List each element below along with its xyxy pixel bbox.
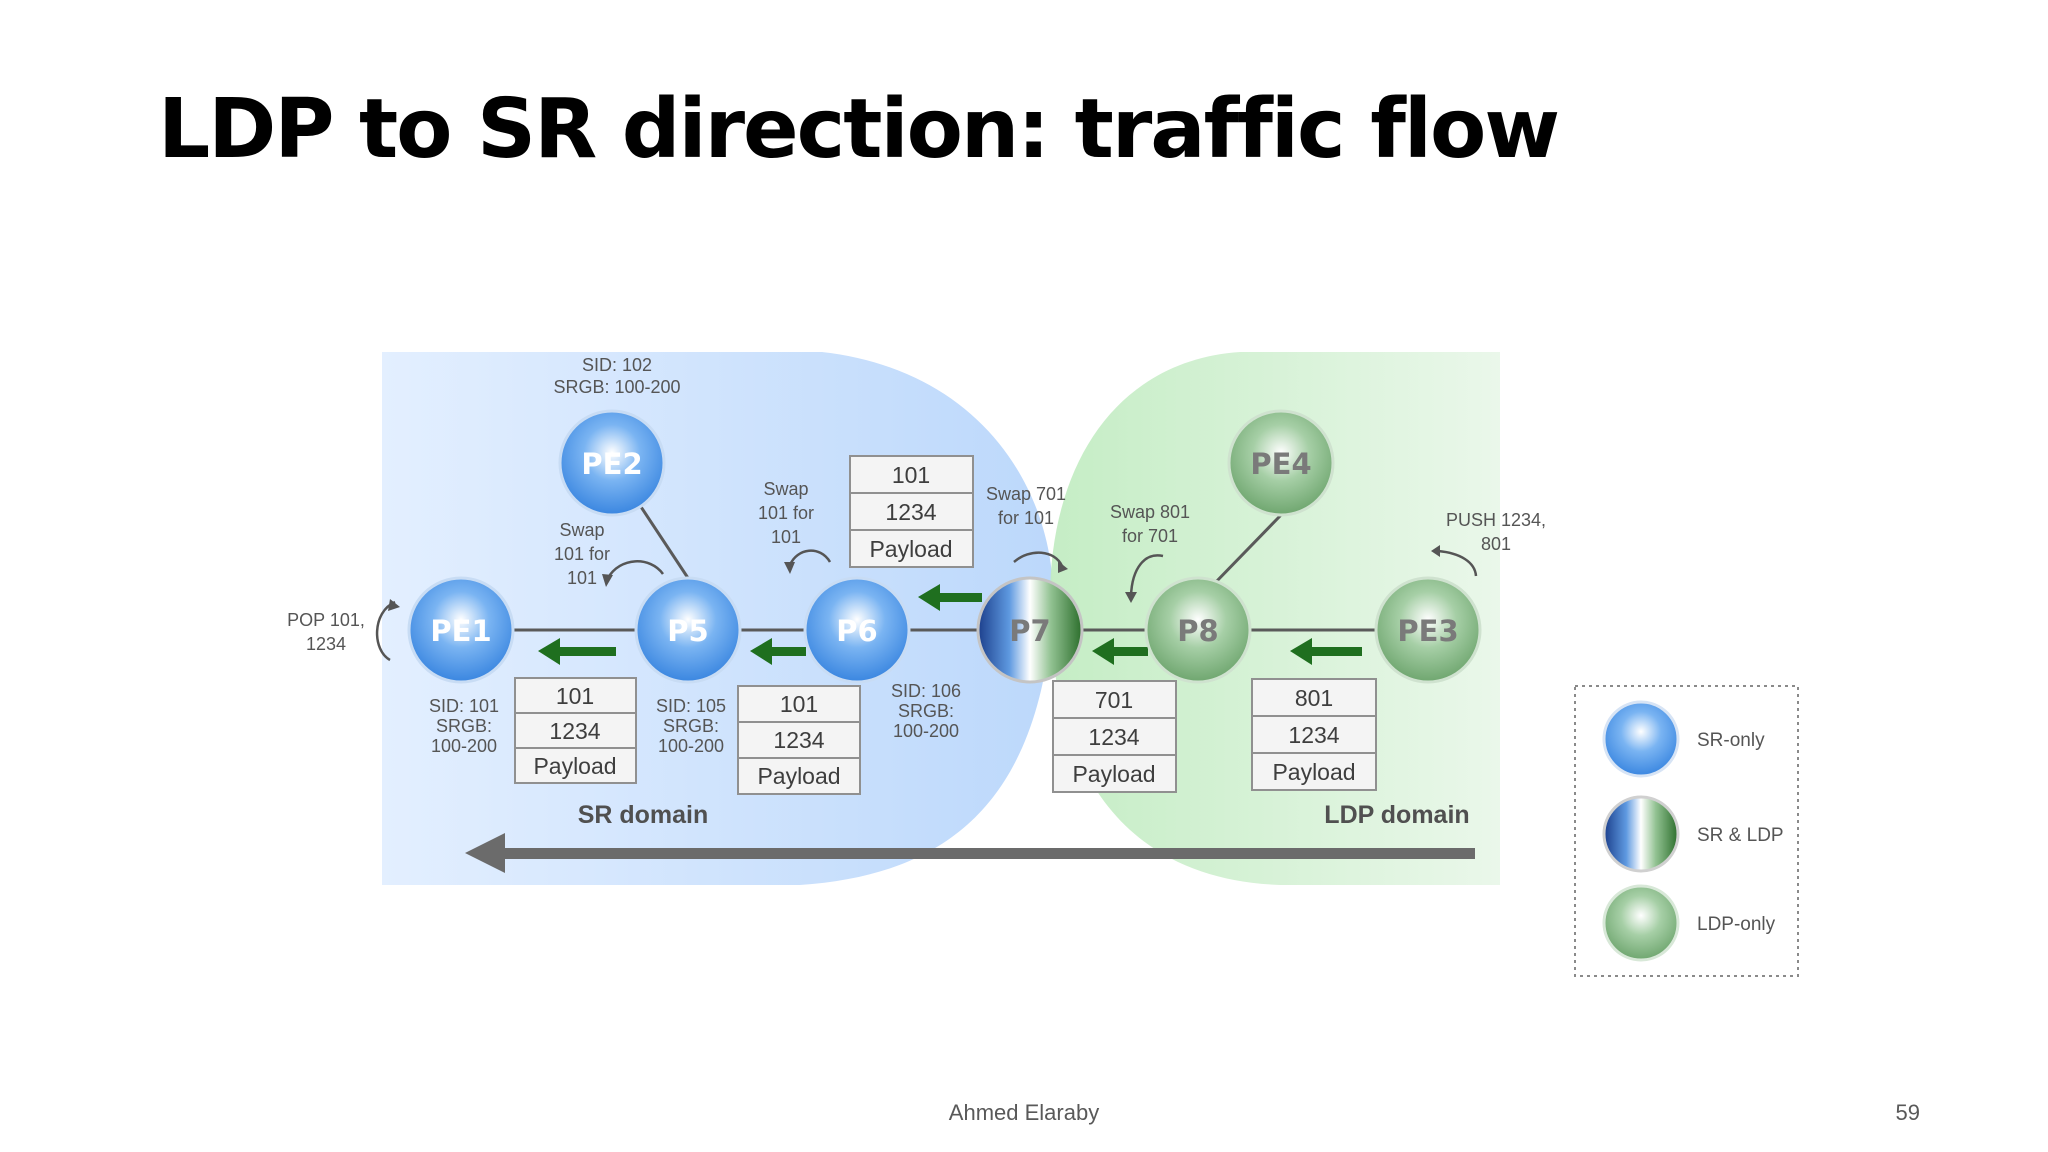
hop-arrow-icon bbox=[1290, 638, 1362, 665]
legend-sr-ldp-icon bbox=[1602, 795, 1680, 873]
svg-text:1234: 1234 bbox=[1288, 722, 1339, 748]
svg-text:1234: 1234 bbox=[1088, 724, 1139, 750]
legend-sr-ldp-label: SR & LDP bbox=[1697, 825, 1784, 846]
slide-title: LDP to SR direction: traffic flow bbox=[158, 82, 1560, 177]
svg-text:801: 801 bbox=[1295, 685, 1333, 711]
svg-text:1234: 1234 bbox=[773, 727, 824, 753]
svg-text:Payload: Payload bbox=[533, 753, 616, 779]
label-stack-p6-p7: 101 1234 Payload bbox=[849, 455, 974, 568]
footer-author: Ahmed Elaraby bbox=[948, 1100, 1100, 1125]
node-p8: P8 bbox=[1144, 576, 1252, 684]
sr-domain-label: SR domain bbox=[578, 801, 709, 829]
svg-text:701: 701 bbox=[1095, 687, 1133, 713]
svg-text:1234: 1234 bbox=[549, 718, 600, 744]
legend-ldp-only-icon bbox=[1602, 884, 1680, 962]
page-number: 59 bbox=[1895, 1100, 1920, 1125]
svg-text:Payload: Payload bbox=[757, 763, 840, 789]
push-action-text: PUSH 1234,801 bbox=[1446, 510, 1546, 554]
svg-text:P7: P7 bbox=[1009, 614, 1050, 648]
legend: SR-only SR & LDP LDP-only bbox=[1574, 685, 1799, 977]
svg-text:101: 101 bbox=[556, 683, 594, 709]
svg-text:PE2: PE2 bbox=[581, 447, 642, 481]
legend-sr-only-icon bbox=[1602, 700, 1680, 778]
ldp-domain-label: LDP domain bbox=[1324, 801, 1469, 829]
hop-arrows bbox=[538, 584, 1362, 665]
node-p6: P6 bbox=[803, 576, 911, 684]
node-pe1: PE1 bbox=[407, 576, 515, 684]
svg-text:101: 101 bbox=[892, 462, 930, 488]
hop-arrow-icon bbox=[1092, 638, 1148, 665]
svg-text:PE1: PE1 bbox=[430, 614, 491, 648]
node-p5: P5 bbox=[634, 576, 742, 684]
action-arrows bbox=[375, 545, 1478, 662]
label-stack-pe1-p5: 101 1234 Payload bbox=[514, 677, 637, 784]
svg-text:P5: P5 bbox=[667, 614, 708, 648]
label-stack-p7-p8: 701 1234 Payload bbox=[1052, 680, 1177, 793]
legend-sr-only-label: SR-only bbox=[1697, 730, 1765, 751]
svg-text:P8: P8 bbox=[1177, 614, 1218, 648]
node-pe4: PE4 bbox=[1227, 409, 1335, 517]
label-stack-p8-pe3: 801 1234 Payload bbox=[1251, 678, 1377, 791]
svg-text:Payload: Payload bbox=[1072, 761, 1155, 787]
hop-arrow-icon bbox=[918, 584, 982, 611]
hop-arrow-icon bbox=[750, 638, 806, 665]
svg-text:Payload: Payload bbox=[869, 536, 952, 562]
pop-action-text: POP 101,1234 bbox=[287, 610, 365, 654]
node-p7: P7 bbox=[976, 576, 1084, 684]
svg-text:101: 101 bbox=[780, 691, 818, 717]
svg-text:PE4: PE4 bbox=[1250, 447, 1311, 481]
svg-text:P6: P6 bbox=[836, 614, 877, 648]
svg-text:1234: 1234 bbox=[885, 499, 936, 525]
hop-arrow-icon bbox=[538, 638, 616, 665]
svg-text:Payload: Payload bbox=[1272, 759, 1355, 785]
legend-ldp-only-label: LDP-only bbox=[1697, 914, 1776, 935]
node-pe2: PE2 bbox=[558, 409, 666, 517]
label-stack-p5-p6: 101 1234 Payload bbox=[737, 685, 861, 795]
traffic-flow-arrow bbox=[465, 833, 1475, 873]
node-pe3: PE3 bbox=[1374, 576, 1482, 684]
svg-text:PE3: PE3 bbox=[1397, 614, 1458, 648]
